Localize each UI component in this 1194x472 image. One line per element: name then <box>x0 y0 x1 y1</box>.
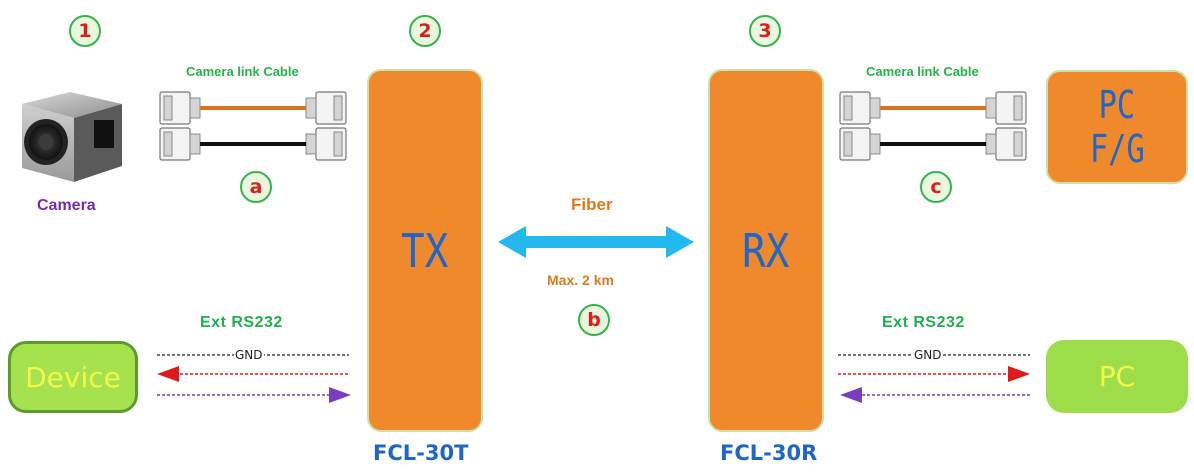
fiber-arrow <box>498 226 694 258</box>
rx-box: RX <box>708 69 824 432</box>
tx-label: TX <box>401 223 449 278</box>
marker-1: 1 <box>69 15 101 47</box>
camera-image <box>22 92 122 182</box>
pc-fg-line1: PC <box>1098 83 1136 127</box>
fiber-label: Fiber <box>571 195 613 214</box>
left-gnd-label: GND <box>234 348 264 362</box>
device-box: Device <box>8 341 138 413</box>
left-cable-label: Camera link Cable <box>186 64 299 79</box>
tx-box: TX <box>367 69 483 432</box>
pc-fg-line2: F/G <box>1089 127 1145 171</box>
marker-b: b <box>578 304 610 336</box>
device-label: Device <box>25 360 121 394</box>
pc-box: PC <box>1046 340 1188 413</box>
left-rs232-label: Ext RS232 <box>200 314 283 331</box>
marker-2: 2 <box>409 15 441 47</box>
marker-c: c <box>920 171 952 203</box>
right-gnd-label: GND <box>913 348 943 362</box>
pc-fg-box: PC F/G <box>1046 70 1188 184</box>
marker-a: a <box>240 171 272 203</box>
tx-model: FCL-30T <box>373 441 469 465</box>
left-camera-link-cable <box>159 91 347 161</box>
pc-label: PC <box>1098 360 1136 393</box>
rx-model: FCL-30R <box>720 441 818 465</box>
fiber-distance: Max. 2 km <box>547 272 614 288</box>
rx-label: RX <box>742 223 790 278</box>
right-rs232-label: Ext RS232 <box>882 314 965 331</box>
right-cable-label: Camera link Cable <box>866 64 979 79</box>
marker-3: 3 <box>749 15 781 47</box>
camera-label: Camera <box>37 197 96 214</box>
right-camera-link-cable <box>839 91 1027 161</box>
